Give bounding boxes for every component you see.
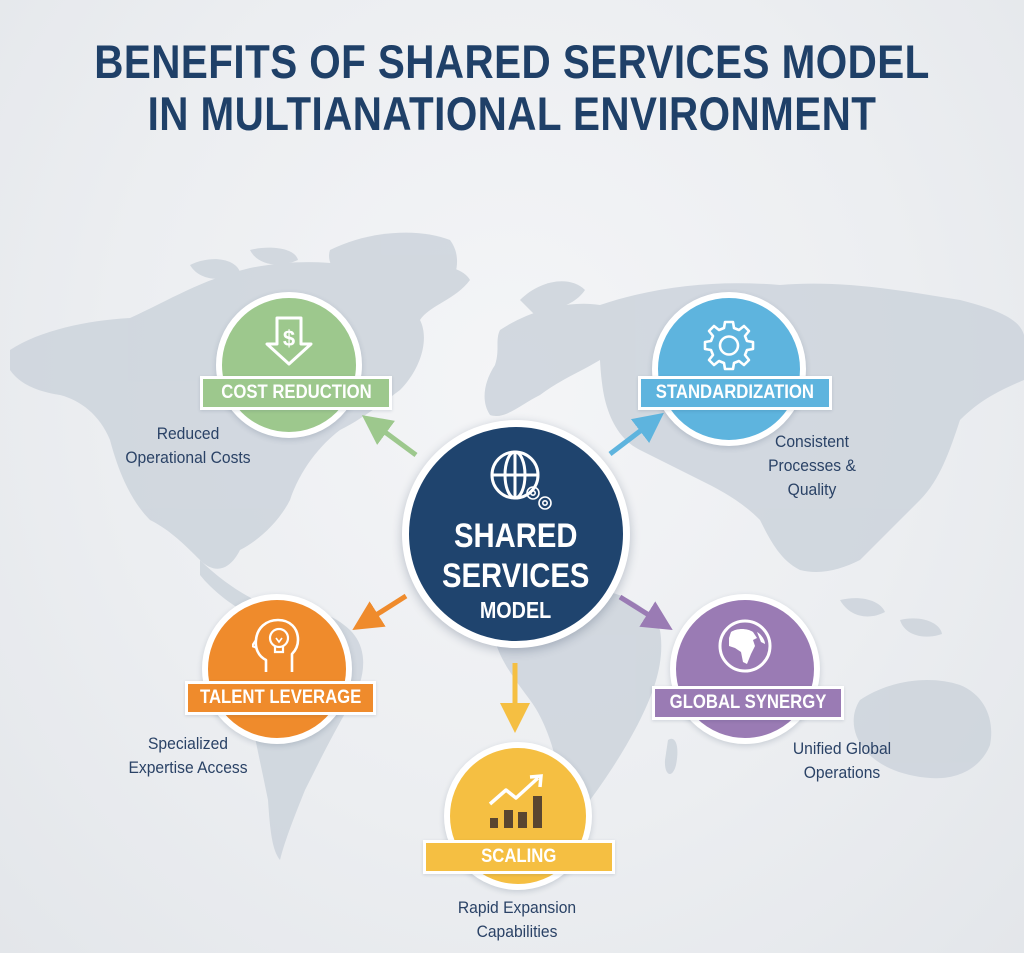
banner-standardization: STANDARDIZATION bbox=[638, 376, 832, 410]
banner-global-synergy: GLOBAL SYNERGY bbox=[652, 686, 844, 720]
node-cost-reduction: $ bbox=[216, 292, 362, 438]
title-line-2: IN MULTIANATIONAL ENVIRONMENT bbox=[147, 87, 877, 140]
center-title-line-1: SHARED bbox=[454, 517, 578, 555]
desc-scaling: Rapid Expansion Capabilities bbox=[457, 898, 577, 941]
head-lightbulb-icon bbox=[252, 618, 300, 672]
banner-scaling: SCALING bbox=[423, 840, 615, 874]
center-node-shared-services: SHARED SERVICES MODEL bbox=[402, 420, 630, 648]
banner-cost-reduction: COST REDUCTION bbox=[200, 376, 392, 410]
desc-cost-reduction: Reduced Operational Costs bbox=[125, 424, 251, 467]
node-talent-leverage bbox=[202, 594, 352, 744]
svg-text:$: $ bbox=[283, 326, 295, 351]
arrow-to-global-synergy bbox=[618, 594, 673, 630]
globe-africa-icon bbox=[718, 619, 772, 673]
desc-talent-leverage: Specialized Expertise Access bbox=[128, 734, 248, 777]
desc-standardization: Consistent Processes & Quality bbox=[768, 432, 856, 499]
center-title-line-3: MODEL bbox=[480, 597, 552, 623]
node-standardization bbox=[652, 292, 806, 446]
center-title-line-2: SERVICES bbox=[442, 557, 590, 595]
banner-talent-leverage: TALENT LEVERAGE bbox=[185, 681, 376, 715]
arrow-to-talent-leverage bbox=[352, 593, 408, 631]
page-title: BENEFITS OF SHARED SERVICES MODEL IN MUL… bbox=[72, 36, 953, 140]
arrow-to-cost-reduction bbox=[361, 415, 418, 458]
globe-gears-icon bbox=[490, 450, 552, 510]
arrow-to-standardization bbox=[608, 412, 664, 456]
node-global-synergy bbox=[670, 594, 820, 744]
gear-icon bbox=[703, 320, 755, 371]
desc-global-synergy: Unified Global Operations bbox=[792, 739, 892, 782]
dollar-down-arrow-icon: $ bbox=[265, 316, 313, 366]
growth-chart-icon bbox=[488, 774, 543, 828]
title-line-1: BENEFITS OF SHARED SERVICES MODEL bbox=[94, 35, 930, 88]
